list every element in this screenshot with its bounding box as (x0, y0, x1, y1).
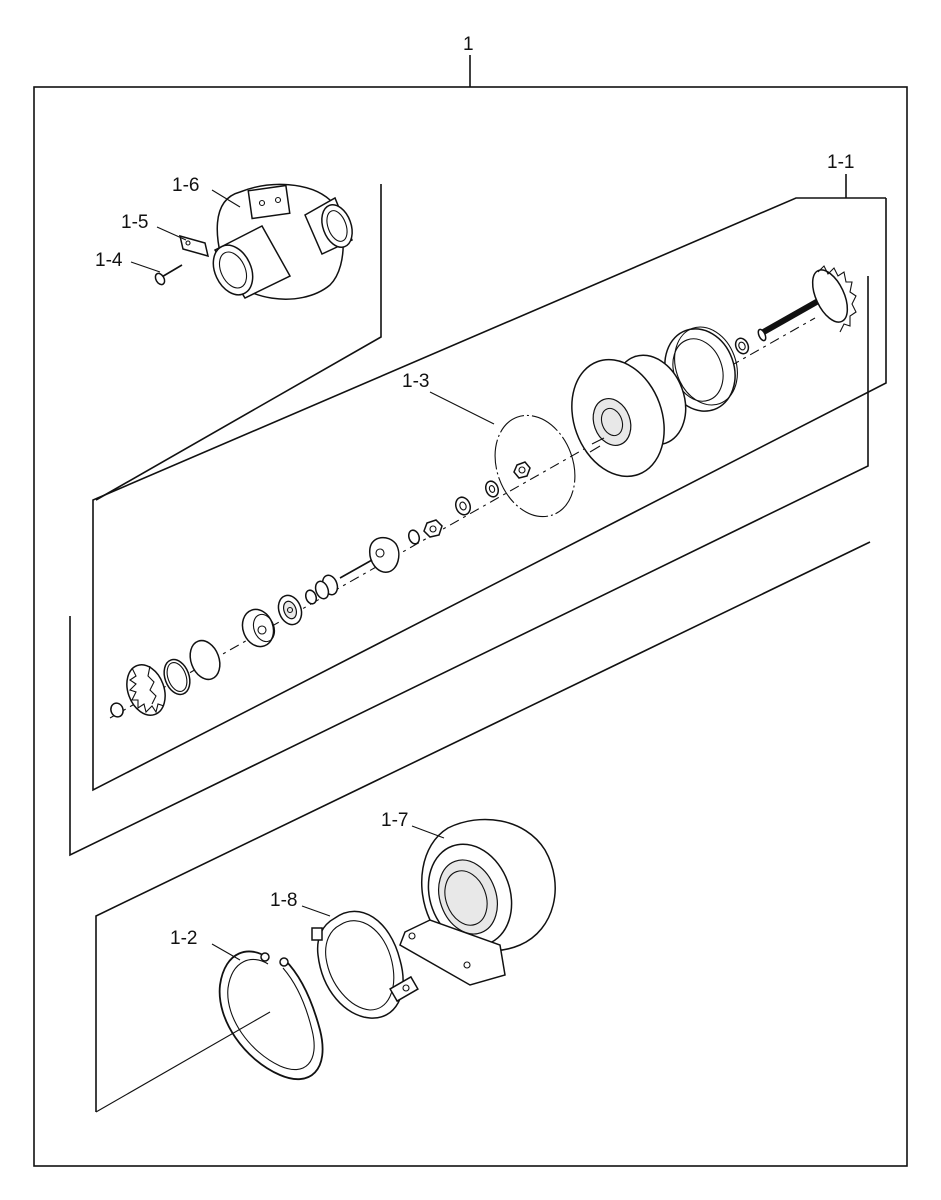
assembly-frame (33, 55, 908, 1167)
label-clamp-ring: 1-2 (170, 928, 197, 949)
bolt (154, 264, 183, 286)
v-band-clamp (311, 910, 419, 1019)
piston-ring (734, 337, 750, 355)
compressor-housing (399, 818, 556, 986)
journal-bearing (277, 594, 303, 626)
leader-1-8 (301, 905, 331, 917)
turbine-housing (212, 183, 353, 300)
cartridge-group-frame (92, 174, 887, 792)
compressor-nut (110, 702, 124, 718)
lower-group-frame (95, 541, 871, 1112)
compressor-ring (163, 658, 191, 696)
backplate-nut (513, 461, 531, 479)
leader-1-2 (211, 943, 241, 961)
compressor-wheel (126, 664, 166, 716)
leader-1-5 (156, 226, 187, 241)
bearing-housing (571, 354, 687, 478)
label-assembly: 1 (463, 34, 474, 55)
o-ring (189, 639, 221, 681)
label-bolt: 1-4 (95, 250, 123, 271)
label-lock-plate: 1-5 (121, 212, 148, 233)
label-v-band-clamp: 1-8 (270, 890, 297, 911)
backplate (494, 414, 576, 518)
clamp-ring-guide (95, 1011, 271, 1113)
label-compressor-housing: 1-7 (381, 810, 408, 831)
label-cartridge: 1-1 (827, 152, 854, 173)
turbine-wheel-shaft (757, 265, 857, 342)
cartridge-inner-frame (69, 276, 869, 857)
turbine-housing-group (95, 184, 382, 501)
bearing-sleeve (304, 574, 339, 605)
label-backplate: 1-3 (402, 371, 429, 392)
leader-1-7 (411, 825, 445, 839)
thrust-bearing (339, 536, 400, 579)
leader-1-3 (429, 391, 495, 425)
lock-plate (178, 234, 210, 258)
label-turbine-housing: 1-6 (172, 175, 199, 196)
washers (407, 480, 500, 545)
leader-1-6 (211, 189, 241, 208)
leader-1-4 (130, 261, 161, 273)
clamp-ring (218, 950, 324, 1080)
seal-insert (241, 608, 276, 648)
